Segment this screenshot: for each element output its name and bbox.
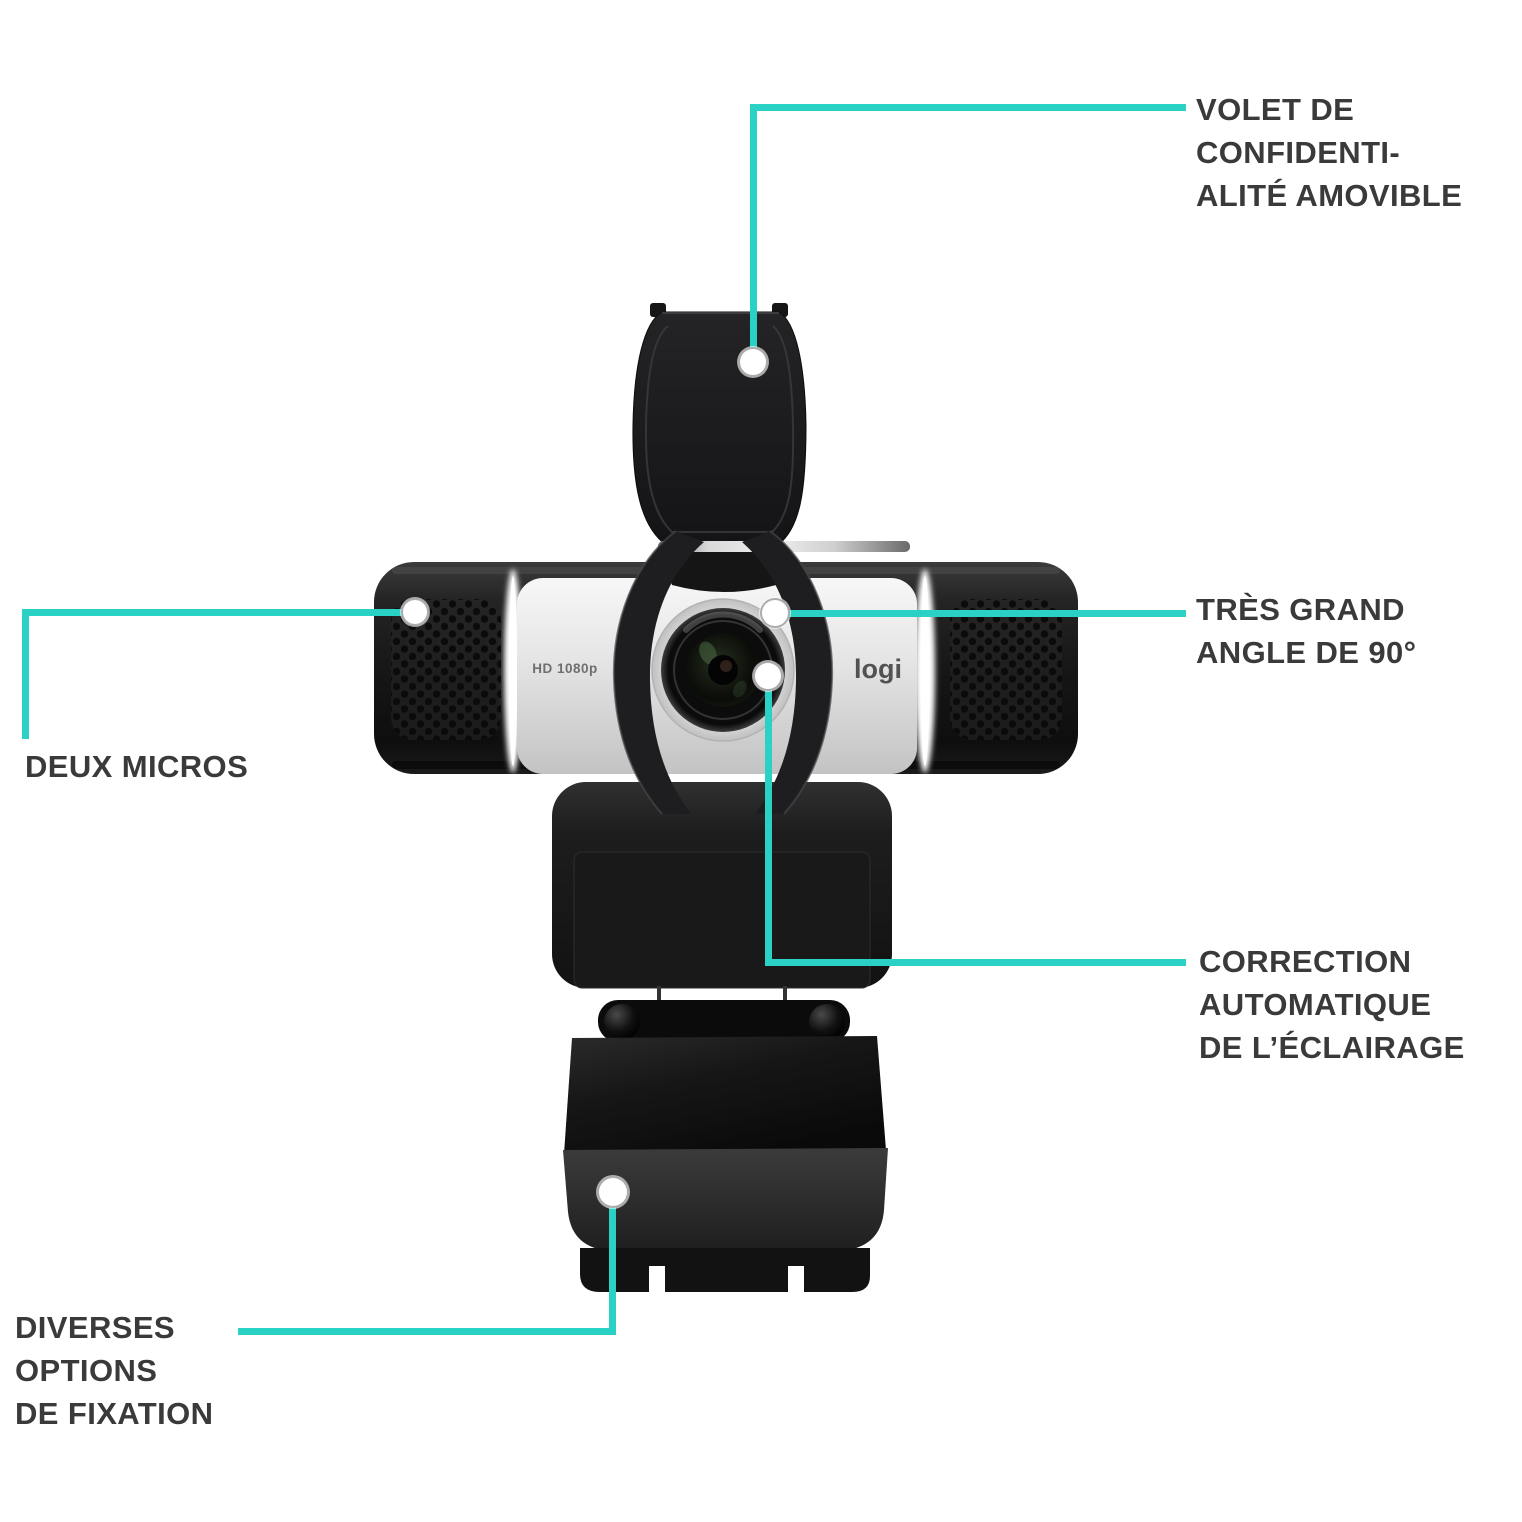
callout-label-privacy-shutter: VOLET DE CONFIDENTI- ALITÉ AMOVIBLE [1196,92,1463,213]
sensor-label: HD 1080p [532,661,598,676]
callout-label-mounting: DIVERSES OPTIONS DE FIXATION [15,1310,214,1431]
callout-line-privacy-horizontal [750,104,1186,111]
callout-label-light-correction: CORRECTION AUTOMATIQUE DE L’ÉCLAIRAGE [1199,944,1465,1065]
callout-label-dual-mics: DEUX MICROS [25,749,249,784]
callout-line-mics-horizontal [22,609,406,616]
mount-bracket [552,782,892,989]
callout-dot-correction [753,661,783,691]
callout-line-privacy-vertical [750,104,757,350]
shutter-arm-left [612,530,704,815]
callout-line-correction-vertical [765,690,772,966]
brand-logo: logi [854,654,902,684]
callout-dot-mounting [597,1176,629,1208]
callout-label-wide-angle: TRÈS GRAND ANGLE DE 90° [1196,592,1417,670]
callout-line-mounting-horizontal [238,1328,616,1335]
callout-dot-wide-angle [760,598,790,628]
callout-line-mounting-vertical [609,1206,616,1335]
callout-line-correction-horizontal [765,959,1186,966]
privacy-shutter-flap [632,303,807,546]
mount-hinge [598,986,850,1042]
callout-dot-privacy [738,347,768,377]
shutter-arm-right [742,530,834,815]
camera-lens [651,598,795,742]
mounting-clip [563,1036,888,1293]
callout-line-mics-vertical [22,609,29,739]
callout-dot-mics [401,598,429,626]
callout-line-wide-angle [789,610,1186,617]
